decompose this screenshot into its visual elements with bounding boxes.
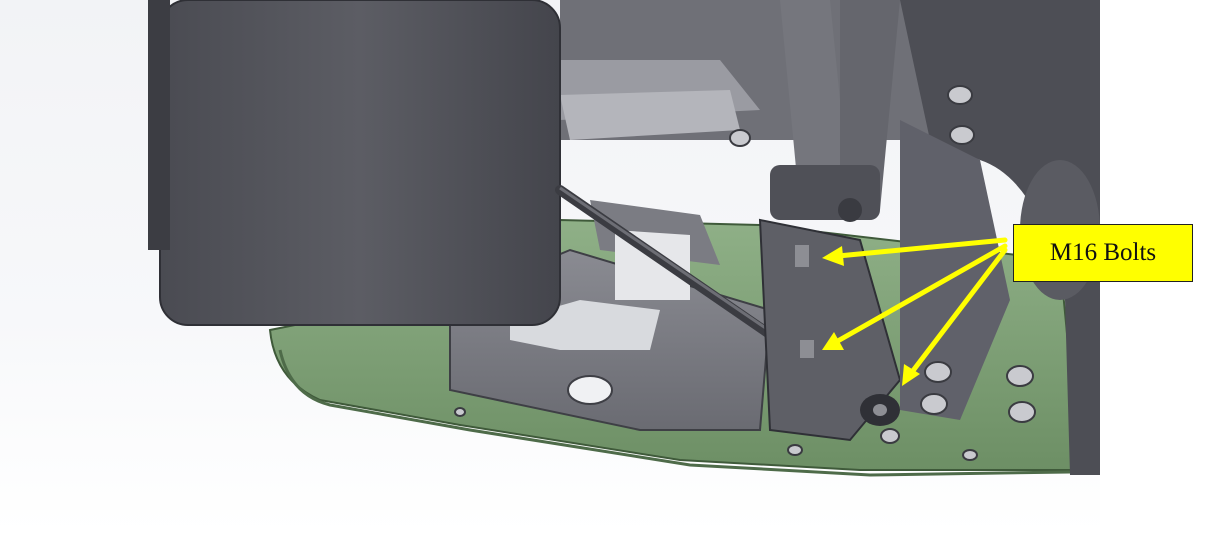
right-assembly <box>900 0 1100 475</box>
arrow-upper-bolt <box>835 237 1008 259</box>
tire <box>159 0 561 326</box>
callout-label: M16 Bolts <box>1049 239 1157 266</box>
bolts <box>454 85 1036 461</box>
arrow-middle-bolt <box>833 243 1008 345</box>
arrow-lower-bolt <box>909 247 1008 375</box>
m16-bolts-callout: M16 Bolts <box>1013 224 1193 282</box>
callout-arrows <box>822 237 1008 386</box>
